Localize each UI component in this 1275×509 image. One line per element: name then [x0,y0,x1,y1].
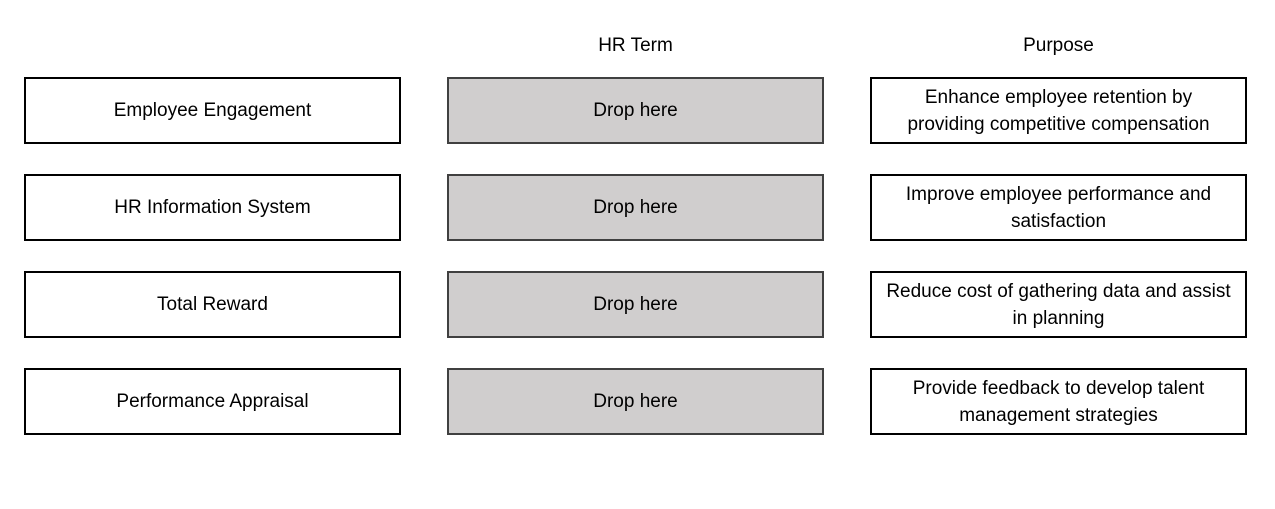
drop-zone-label: Drop here [593,100,678,121]
drag-item-hr-information-system[interactable]: HR Information System [24,174,401,241]
drag-item-total-reward[interactable]: Total Reward [24,271,401,338]
column-header-purpose: Purpose [1023,35,1094,56]
drop-zone-3[interactable]: Drop here [447,271,824,338]
purpose-text: Enhance employee retention by providing … [907,86,1210,135]
drop-zone-2[interactable]: Drop here [447,174,824,241]
purpose-box-4: Provide feedback to develop talent manag… [870,368,1247,435]
purpose-text: Improve employee performance and satisfa… [905,183,1212,232]
column-header-hr-term: HR Term [598,35,673,56]
purpose-box-2: Improve employee performance and satisfa… [870,174,1247,241]
drop-zone-1[interactable]: Drop here [447,77,824,144]
purpose-box-1: Enhance employee retention by providing … [870,77,1247,144]
drag-item-label: Total Reward [157,294,268,315]
drag-item-label: HR Information System [114,197,311,218]
drop-zone-label: Drop here [593,391,678,412]
purpose-text: Provide feedback to develop talent manag… [912,377,1205,426]
drop-zone-label: Drop here [593,294,678,315]
purpose-text: Reduce cost of gathering data and assist… [886,280,1231,329]
drag-item-label: Employee Engagement [113,100,312,121]
drag-item-performance-appraisal[interactable]: Performance Appraisal [24,368,401,435]
drop-zone-label: Drop here [593,197,678,218]
drop-zone-4[interactable]: Drop here [447,368,824,435]
purpose-box-3: Reduce cost of gathering data and assist… [870,271,1247,338]
drag-item-employee-engagement[interactable]: Employee Engagement [24,77,401,144]
drag-item-label: Performance Appraisal [116,391,309,412]
